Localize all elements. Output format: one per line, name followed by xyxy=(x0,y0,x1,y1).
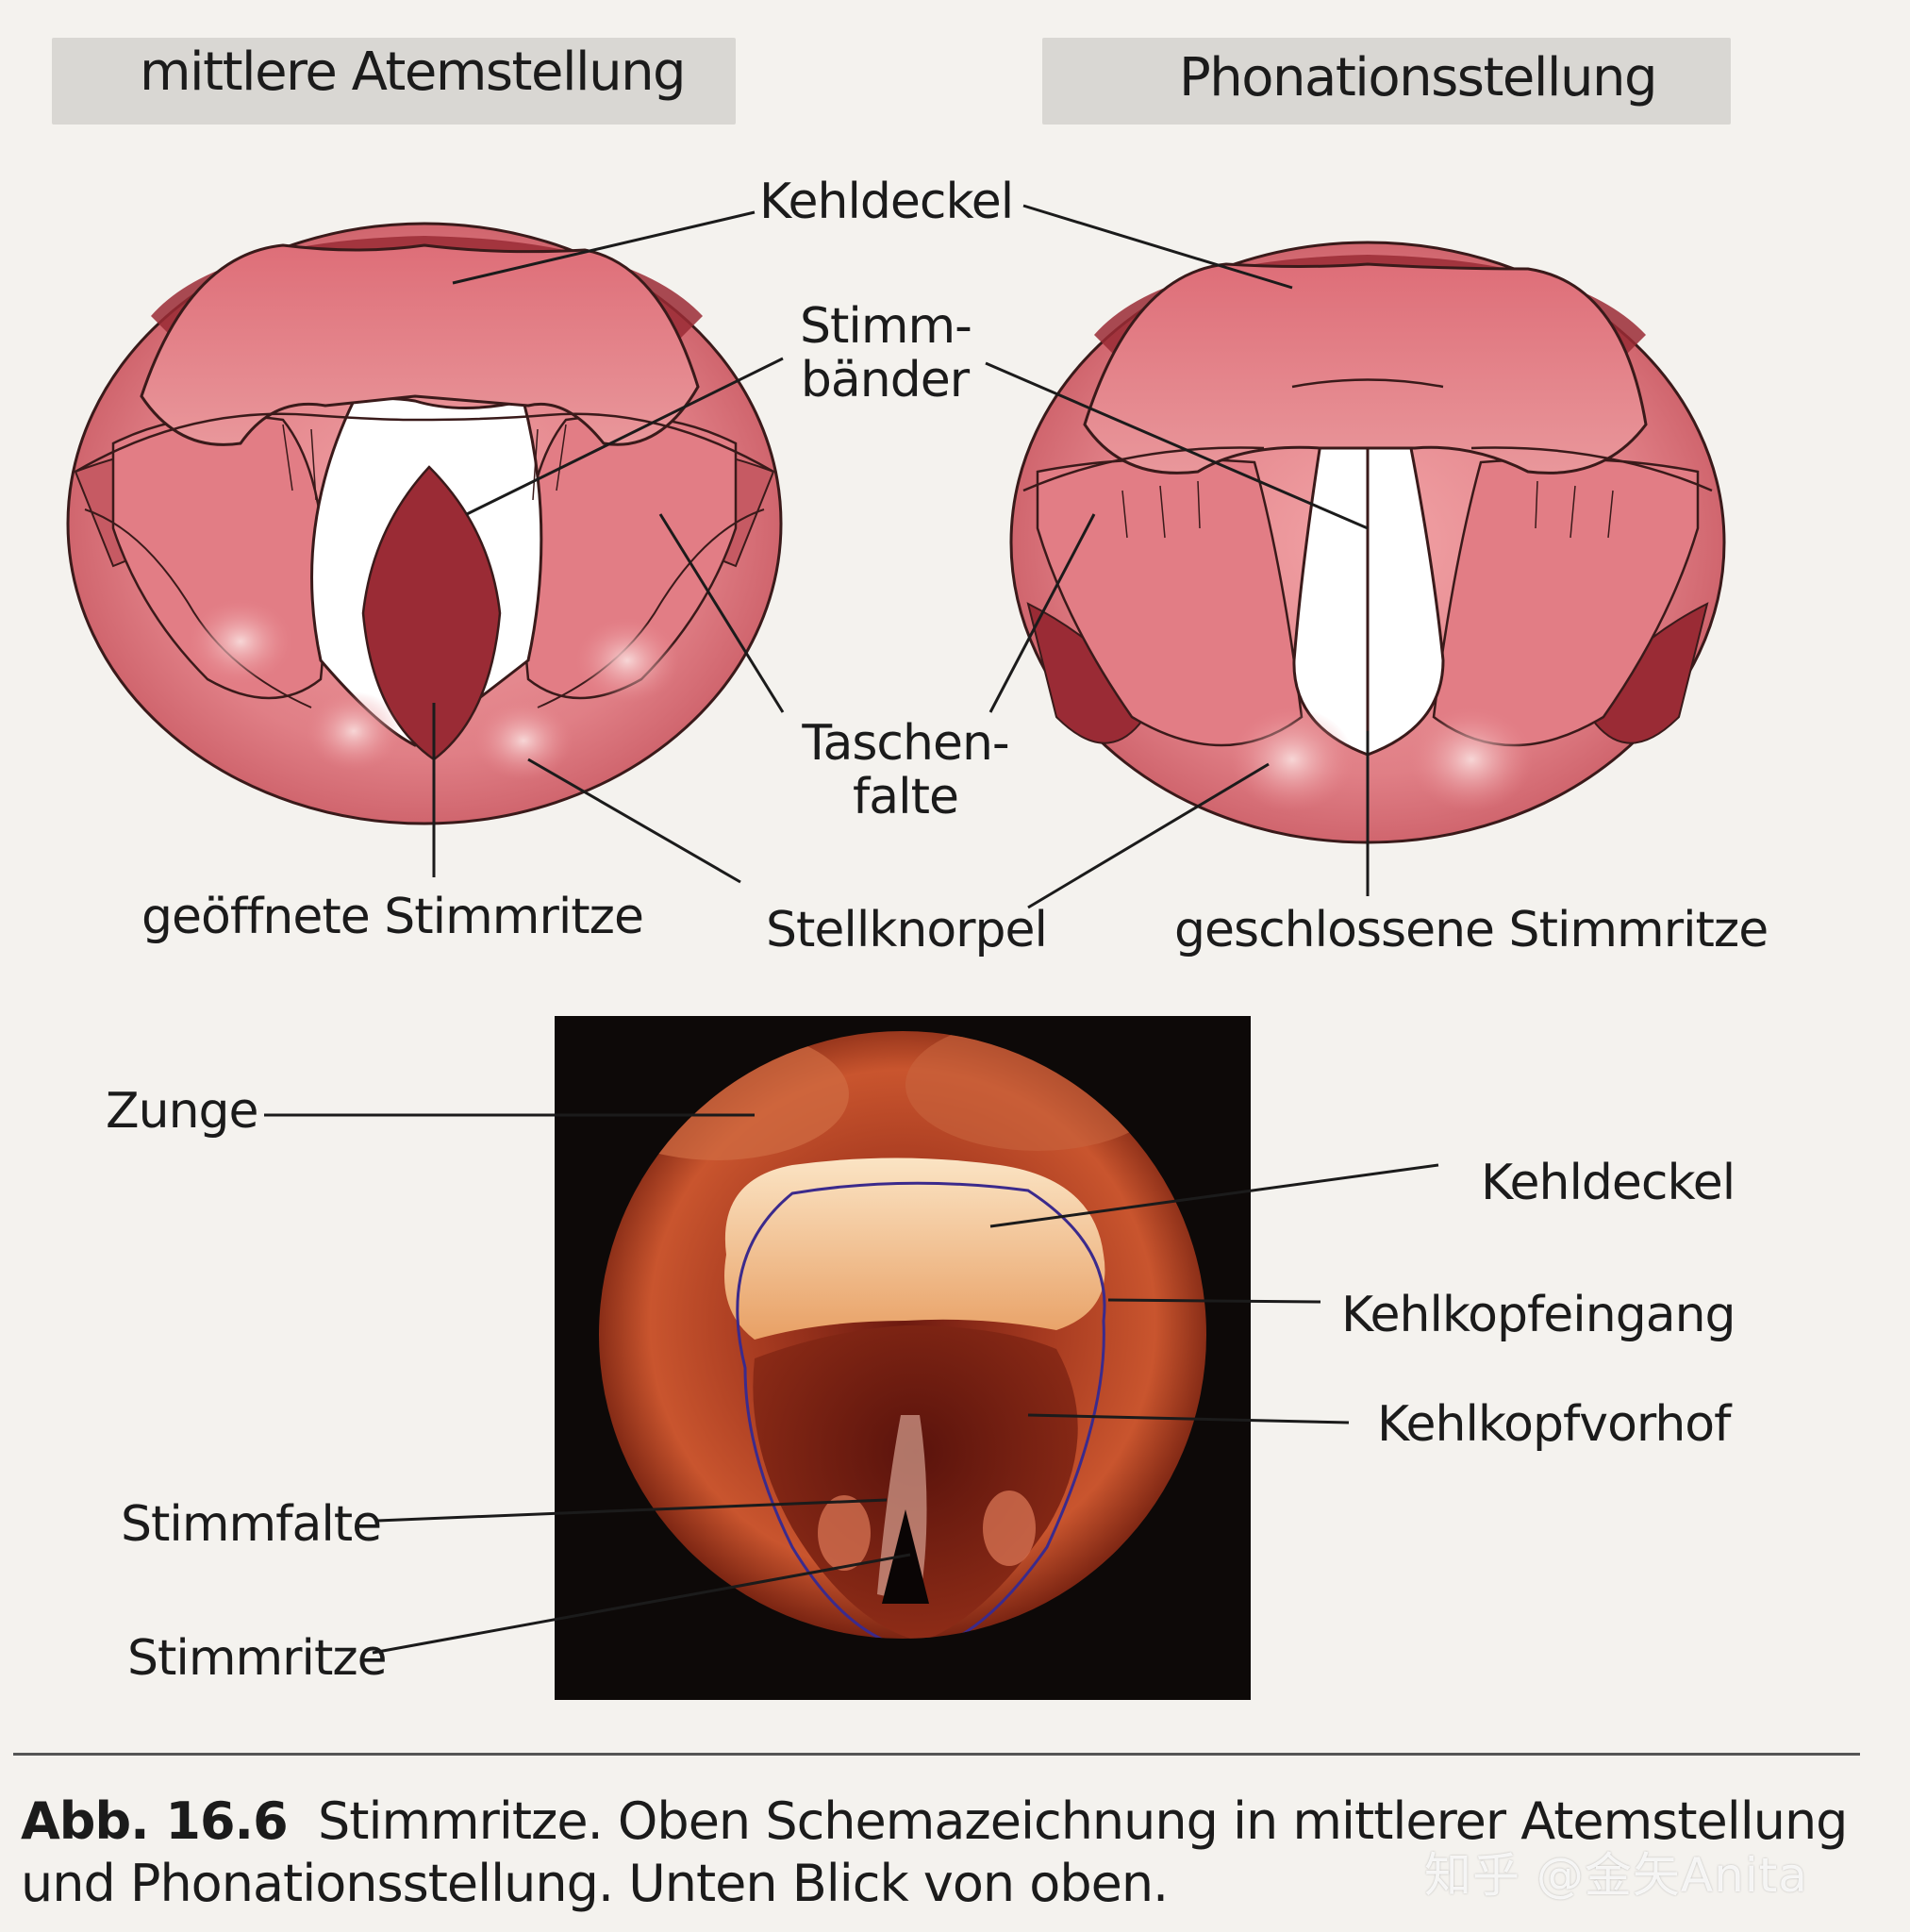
schematic-right-closed-glottis xyxy=(1009,241,1726,844)
label-stimmritze: Stimmritze xyxy=(127,1630,388,1687)
label-stimmbaender-line2: bänder xyxy=(800,352,970,409)
label-kehlkopfeingang: Kehlkopfeingang xyxy=(1341,1287,1736,1343)
caption-figure-number: Abb. 16.6 xyxy=(21,1791,289,1851)
watermark: 知乎 @金矢Anita xyxy=(1424,1848,1808,1903)
label-zunge: Zunge xyxy=(106,1083,259,1140)
label-stimmfalte: Stimmfalte xyxy=(121,1496,382,1553)
photo-leader-lines xyxy=(264,1113,1439,1655)
label-taschenfalte-line2: falte xyxy=(853,769,959,826)
right-nodule-right xyxy=(1410,708,1533,811)
label-kehldeckel-top: Kehldeckel xyxy=(759,174,1014,230)
right-nodule-left xyxy=(1231,708,1354,811)
left-nodule-2 xyxy=(307,691,401,771)
caption-rule xyxy=(13,1753,1860,1756)
photo-kehldeckel xyxy=(724,1158,1105,1340)
label-stimmbaender-line1: Stimm- xyxy=(800,298,972,355)
left-kehldeckel-epiglottis xyxy=(140,243,700,446)
header-band-right xyxy=(1042,38,1731,125)
photo-kehlkopfeingang-outline xyxy=(736,1181,1106,1639)
left-nodule-1 xyxy=(189,599,292,684)
label-kehlkopfvorhof: Kehlkopfvorhof xyxy=(1377,1396,1731,1453)
label-geoeffnete-stimmritze: geöffnete Stimmritze xyxy=(141,889,644,945)
label-kehldeckel-photo: Kehldeckel xyxy=(1481,1155,1736,1211)
right-kehldeckel-epiglottis xyxy=(1083,262,1648,475)
schematic-left-open-glottis xyxy=(66,222,783,825)
header-band-left xyxy=(52,38,736,125)
endoscopic-photo xyxy=(555,1016,1251,1700)
label-stimmbaender: Stimm- bänder xyxy=(800,298,972,409)
label-geschlossene-stimmritze: geschlossene Stimmritze xyxy=(1174,902,1769,958)
schematic-leader-lines xyxy=(432,204,1370,909)
left-nodule-4 xyxy=(575,618,679,703)
label-stellknorpel: Stellknorpel xyxy=(766,902,1048,958)
left-nodule-3 xyxy=(474,701,573,780)
figure-caption: Abb. 16.6 Stimmritze. Oben Schemazeichnu… xyxy=(21,1790,1898,1915)
header-phonationsstellung: Phonationsstellung xyxy=(1179,47,1658,108)
caption-text: Stimmritze. Oben Schemazeichnung in mitt… xyxy=(21,1791,1848,1913)
header-mittlere-atemstellung: mittlere Atemstellung xyxy=(140,42,687,103)
label-taschenfalte-line1: Taschen- xyxy=(802,715,1009,772)
label-taschenfalte: Taschen- falte xyxy=(802,715,1009,826)
